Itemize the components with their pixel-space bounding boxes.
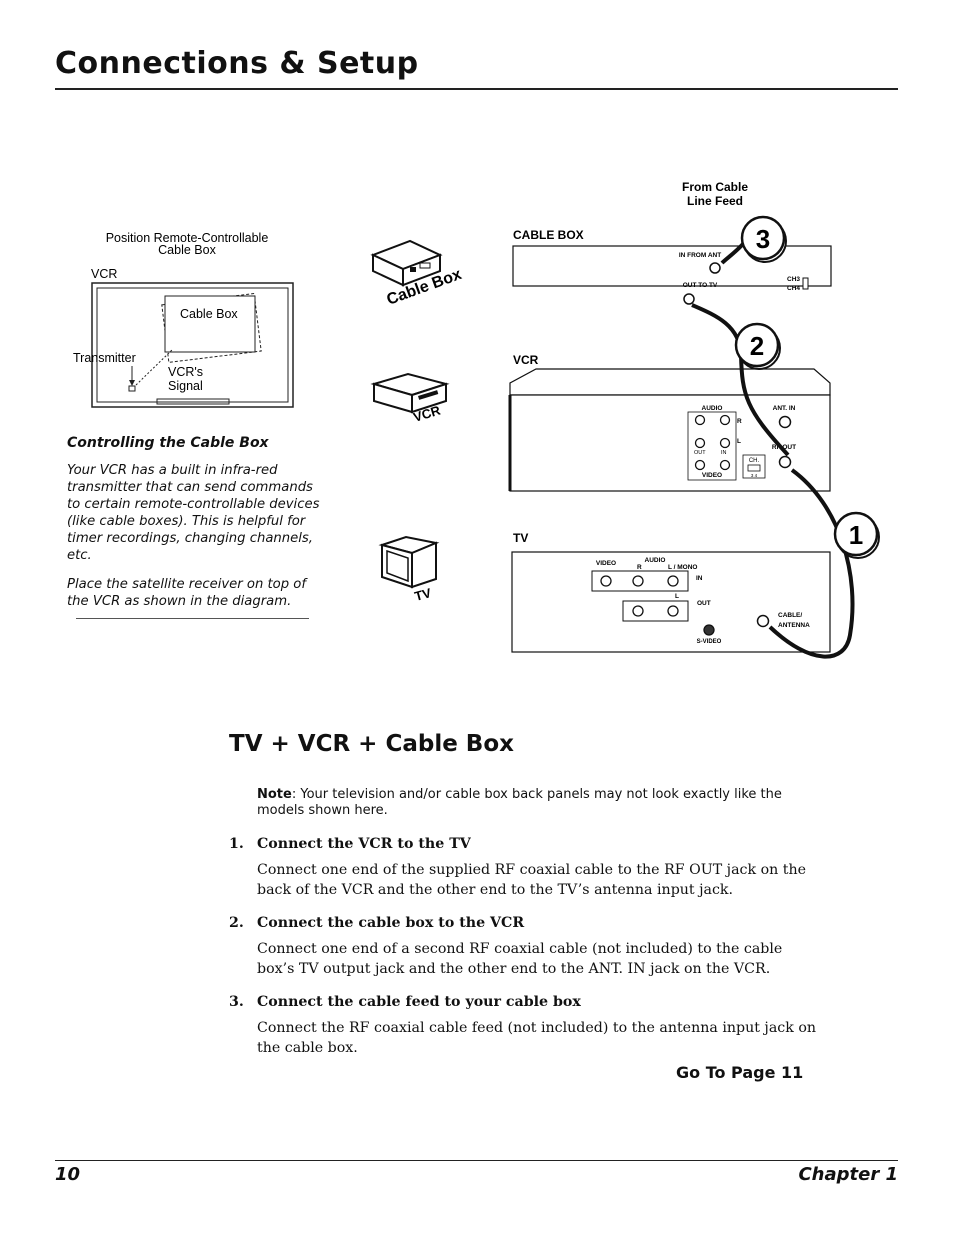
ch-switch — [802, 277, 809, 290]
rf-out-label: RF OUT — [772, 444, 796, 451]
cable-box-title: CABLE BOX — [513, 228, 584, 242]
in-from-ant-label: IN FROM ANT — [679, 252, 721, 259]
tv-icon-label: TV — [413, 585, 433, 604]
section-title: TV + VCR + Cable Box — [229, 731, 514, 757]
tv-title: TV — [513, 531, 528, 545]
in-from-ant-jack — [709, 262, 721, 274]
signal-label-line1: VCR's — [168, 365, 203, 379]
svg-text:1: 1 — [849, 520, 863, 550]
signal-label-line2: Signal — [168, 379, 203, 393]
cable-box-device-icon: Cable Box — [370, 239, 464, 309]
rf-out-jack — [778, 455, 792, 469]
cable-antenna-jack — [756, 614, 770, 628]
vcr-av-box — [687, 411, 737, 481]
vcr-top — [509, 368, 831, 396]
svg-text:2: 2 — [750, 331, 764, 361]
vcr-inner-outline — [96, 287, 289, 403]
tv-in-box — [591, 570, 689, 592]
tv-device-icon: TV — [378, 535, 440, 604]
sidebar-paragraph-1: Your VCR has a built in infra-red transm… — [67, 463, 320, 563]
sidebar-paragraph-2: Place the satellite receiver on top of t… — [67, 577, 307, 609]
signal-path — [135, 348, 174, 386]
step-2-number: 2. — [229, 915, 244, 931]
step-2-badge: 2 — [734, 322, 781, 370]
from-cable-line1: From Cable — [682, 180, 748, 194]
cable-antenna-line2: ANTENNA — [778, 622, 810, 629]
transmitter-label: Transmitter — [73, 351, 136, 365]
step-2-heading: Connect the cable box to the VCR — [257, 915, 525, 931]
ch4-label: CH4 — [787, 285, 800, 292]
vcr-ch-nums: 3 4 — [751, 473, 758, 478]
vcr-outline — [91, 282, 294, 408]
step-3-body: Connect the RF coaxial cable feed (not i… — [257, 1020, 817, 1056]
svideo-jack — [703, 624, 715, 636]
vcr-slot — [156, 398, 230, 405]
footer-rule — [55, 1160, 898, 1161]
step-1-heading: Connect the VCR to the TV — [257, 836, 471, 852]
out-to-tv-jack — [683, 293, 695, 305]
position-label-line2: Cable Box — [158, 243, 216, 257]
vcr-to-tv — [768, 468, 855, 659]
note: Note: Your television and/or cable box b… — [257, 787, 817, 819]
connection-diagram: From Cable Line Feed CABLE BOX IN FROM A… — [508, 180, 880, 659]
tv-lmono-label: L / MONO — [668, 564, 698, 571]
vcr-device-icon: VCR — [370, 372, 450, 425]
go-to-page-link[interactable]: Go To Page 11 — [676, 1063, 804, 1082]
step-1-badge: 1 — [833, 511, 880, 559]
vcr-video-label: VIDEO — [702, 472, 722, 479]
from-cable-line2: Line Feed — [687, 194, 743, 208]
vcr-ch-label: CH. — [749, 458, 760, 464]
vcr-in-label: IN — [721, 450, 727, 456]
svg-text:3: 3 — [756, 224, 770, 254]
chapter-label: Chapter 1 — [798, 1164, 898, 1185]
svideo-label: S-VIDEO — [697, 639, 722, 645]
vcr-r-label: R — [737, 418, 742, 425]
ant-in-label: ANT. IN — [773, 405, 796, 412]
header-rule — [55, 88, 898, 90]
sidebar-rule — [76, 618, 309, 619]
cable-box-outline — [164, 295, 256, 353]
vcr-l-label: L — [737, 438, 741, 445]
step-2-body: Connect one end of a second RF coaxial c… — [257, 941, 783, 977]
cable-box-label: Cable Box — [180, 307, 238, 321]
note-text: : Your television and/or cable box back … — [257, 787, 782, 818]
vcr-label: VCR — [91, 267, 117, 281]
transmitter-icon — [128, 385, 136, 392]
tv-out-label: OUT — [697, 600, 711, 607]
step-3-number: 3. — [229, 994, 244, 1010]
vcr-title: VCR — [513, 353, 539, 367]
vcr-ch-switch-box — [742, 454, 766, 479]
tv-audio-label: AUDIO — [645, 557, 666, 564]
position-label-line1: Position Remote-Controllable — [106, 231, 269, 245]
step-1-number: 1. — [229, 836, 244, 852]
vcr-out-label: OUT — [694, 450, 706, 456]
transmitter-arrow — [129, 380, 135, 386]
ch3-label: CH3 — [787, 276, 800, 283]
ant-in-jack — [778, 415, 792, 429]
vcr-audio-label: AUDIO — [702, 405, 723, 412]
tv-r-label: R — [637, 564, 642, 571]
out-to-tv-label: OUT TO TV — [683, 282, 718, 289]
note-label: Note — [257, 787, 292, 802]
cable-box-placement-diagram: Position Remote-Controllable Cable Box V… — [73, 231, 294, 408]
tv-out-box — [622, 600, 689, 622]
step-3-heading: Connect the cable feed to your cable box — [257, 994, 581, 1010]
sidebar-heading: Controlling the Cable Box — [67, 435, 269, 451]
cable-antenna-line1: CABLE/ — [778, 612, 802, 619]
tv-in-label: IN — [696, 575, 703, 582]
tv-l-label: L — [675, 593, 679, 600]
step-1-body: Connect one end of the supplied RF coaxi… — [257, 862, 807, 898]
tv-video-label: VIDEO — [596, 560, 616, 567]
page-number: 10 — [55, 1164, 81, 1185]
step-3-badge: 3 — [740, 215, 787, 263]
page-title: Connections & Setup — [55, 46, 419, 81]
